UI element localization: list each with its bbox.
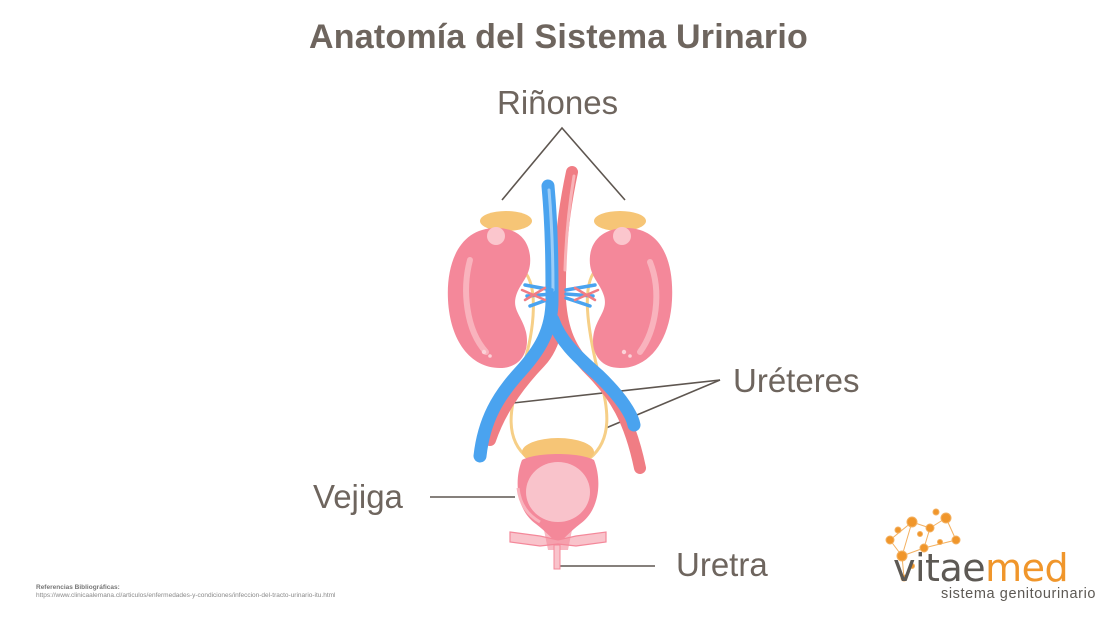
- vena-cava: [473, 179, 641, 463]
- left-adrenal-gland: [480, 211, 532, 231]
- page-title: Anatomía del Sistema Urinario: [309, 18, 808, 56]
- references-url: https://www.clinicaalemana.cl/articulos/…: [36, 592, 336, 599]
- renal-vessels: [520, 283, 600, 308]
- bladder: [516, 438, 599, 545]
- logo-tagline: sistema genitourinario: [941, 586, 1097, 602]
- urethra: [509, 530, 607, 570]
- right-adrenal-gland: [594, 211, 646, 231]
- vitaemed-logo-icon: [885, 508, 961, 582]
- kidneys-leader-line: [501, 126, 626, 201]
- ureters-label: Uréteres: [733, 362, 860, 399]
- vitaemed-logo-wordmark: vitaemed: [893, 546, 1069, 590]
- logo-name-part2: med: [985, 546, 1069, 590]
- left-kidney: [447, 211, 532, 368]
- right-kidney: [589, 211, 673, 368]
- references-heading: Referencias Bibliográficas:: [36, 584, 120, 591]
- kidneys-label: Riñones: [497, 84, 619, 121]
- logo-name-part1: vitae: [893, 546, 986, 590]
- urethra-label: Uretra: [676, 546, 768, 583]
- bladder-label: Vejiga: [313, 478, 403, 515]
- references: Referencias Bibliográficas: https://www.…: [36, 584, 336, 600]
